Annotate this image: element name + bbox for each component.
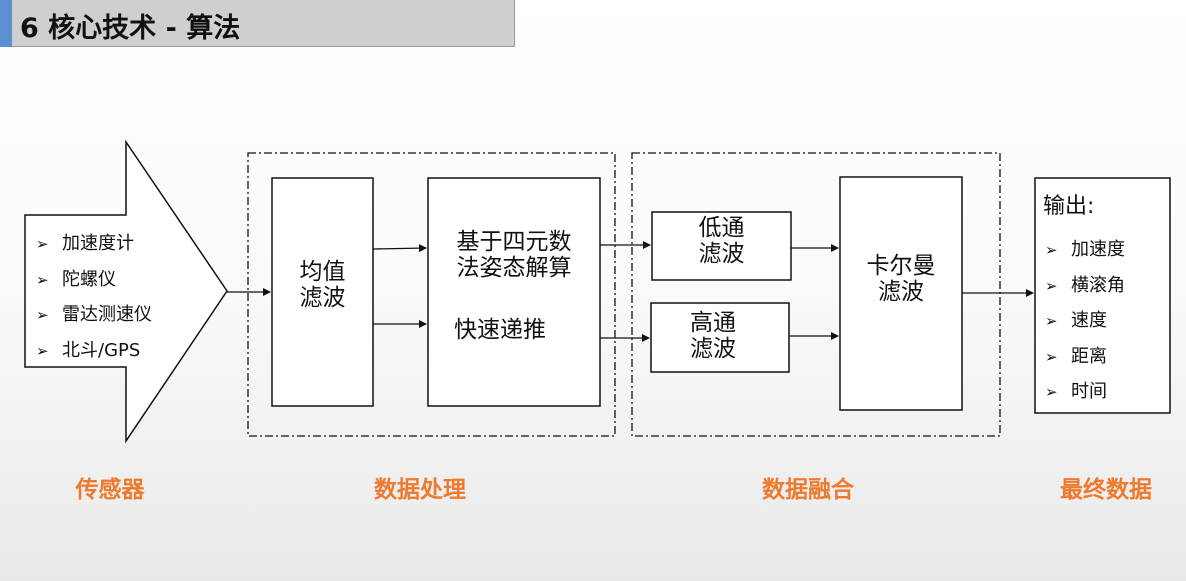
output-item: ➢距离 <box>1045 345 1107 367</box>
low-pass-box <box>651 211 792 281</box>
arrow-bullet-icon: ➢ <box>36 235 49 253</box>
sensor-item: ➢陀螺仪 <box>36 268 116 290</box>
sensor-arrow-shape <box>24 139 228 444</box>
output-item: ➢速度 <box>1045 310 1107 331</box>
category-sensor: 传感器 <box>75 477 145 503</box>
attitude-solve-box <box>427 177 601 407</box>
mean-filter-box <box>271 177 374 407</box>
sensor-item: ➢北斗/GPS <box>36 339 141 361</box>
high-pass-label: 高通 滤波 <box>690 310 736 362</box>
output-box <box>1034 177 1171 414</box>
sensor-list: ➢加速度计 ➢陀螺仪 ➢雷达测速仪 ➢北斗/GPS <box>36 229 152 371</box>
output-item: ➢加速度 <box>1045 239 1125 260</box>
sensor-item: ➢雷达测速仪 <box>36 304 152 325</box>
mean-filter-label: 均值 滤波 <box>299 259 346 311</box>
sensor-item: ➢加速度计 <box>36 233 134 254</box>
category-processing: 数据处理 <box>374 477 466 503</box>
high-pass-box <box>650 302 790 373</box>
title-bar: 6 核心技术 - 算法 <box>0 0 515 47</box>
arrow-bullet-icon: ➢ <box>1045 383 1058 401</box>
output-heading: 输出: <box>1043 194 1095 219</box>
recursion-label: 快速递推 <box>454 317 546 343</box>
arrow-bullet-icon: ➢ <box>1045 241 1058 259</box>
title-accent-bar <box>0 0 12 47</box>
kalman-label: 卡尔曼 滤波 <box>866 253 936 305</box>
low-pass-label: 低通 滤波 <box>698 215 745 267</box>
arrow-bullet-icon: ➢ <box>1045 347 1058 366</box>
arrow-bullet-icon: ➢ <box>36 270 49 289</box>
output-list: ➢加速度 ➢横滚角 ➢速度 ➢距离 ➢时间 <box>1045 235 1125 413</box>
arrow-bullet-icon: ➢ <box>36 341 49 360</box>
output-item: ➢时间 <box>1045 381 1107 402</box>
arrow-bullet-icon: ➢ <box>1045 276 1058 295</box>
processing-group-frame <box>247 152 616 437</box>
kalman-box <box>839 176 963 411</box>
arrow-bullet-icon: ➢ <box>1045 312 1058 330</box>
arrow-bullet-icon: ➢ <box>36 306 49 324</box>
quaternion-label: 基于四元数 法姿态解算 <box>456 229 572 281</box>
category-final: 最终数据 <box>1060 477 1152 503</box>
output-item: ➢横滚角 <box>1045 274 1125 296</box>
arrow-mean-to-quaternion <box>372 244 427 253</box>
slide-title: 6 核心技术 - 算法 <box>20 13 241 44</box>
fusion-group-frame <box>631 152 1001 437</box>
category-fusion: 数据融合 <box>762 477 854 503</box>
